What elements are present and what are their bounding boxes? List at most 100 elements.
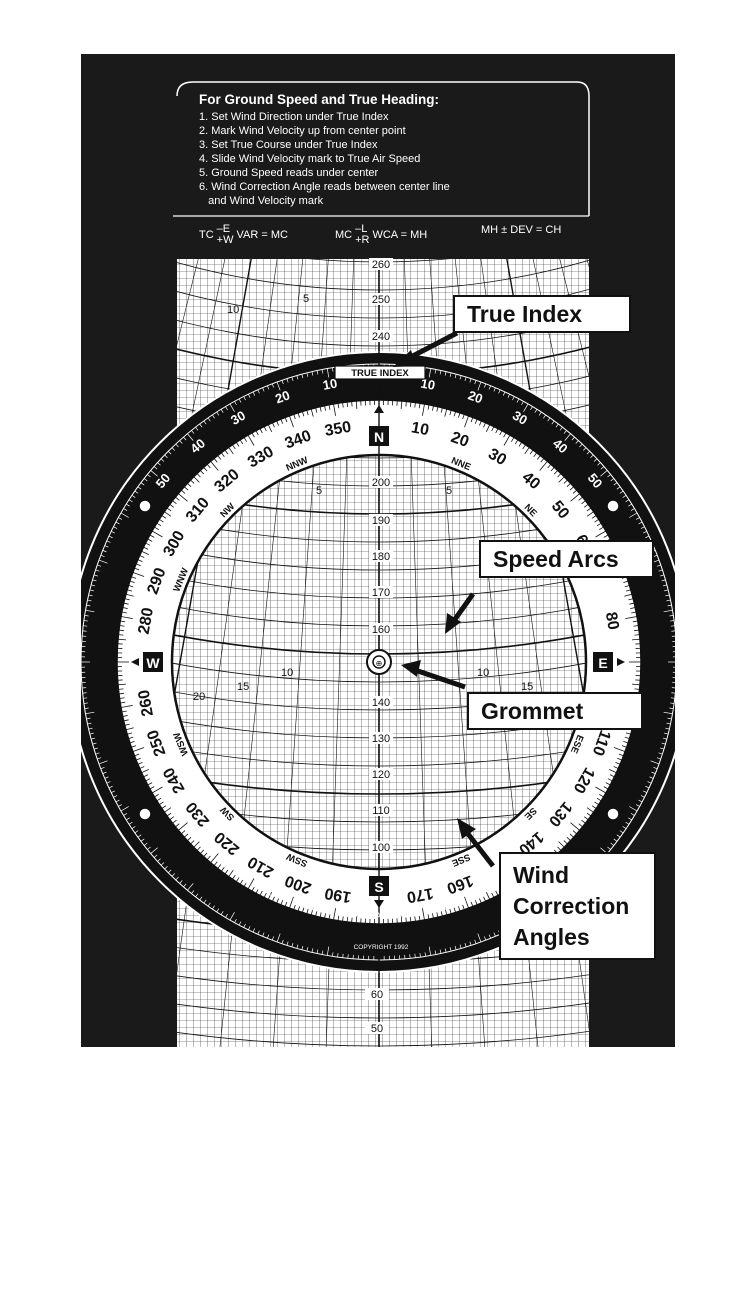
- dial-tick: [624, 736, 630, 739]
- dial-tick: [181, 489, 186, 494]
- dial-tick: [306, 410, 309, 416]
- outer-tick: [137, 834, 142, 838]
- speed-label: 50: [371, 1023, 383, 1035]
- copyright-text: COPYRIGHT 1992: [354, 944, 409, 951]
- dial-tick: [267, 892, 273, 900]
- dial-tick: [149, 534, 155, 538]
- cardinal-south: S: [374, 879, 383, 895]
- outer-tick: [625, 821, 630, 825]
- dial-tick: [623, 741, 629, 744]
- dial-tick: [436, 406, 439, 412]
- dial-tick: [599, 526, 604, 530]
- outer-tick: [134, 490, 139, 494]
- dial-tick: [196, 846, 201, 851]
- outer-tick: [477, 381, 482, 391]
- callout-wind-correction-angles: Wind Correction Angles: [499, 852, 656, 960]
- outer-tick: [102, 550, 107, 553]
- dial-tick: [570, 493, 580, 502]
- dial-tick: [118, 688, 124, 690]
- outer-tick: [326, 946, 330, 956]
- label-backing: [369, 586, 393, 598]
- dial-tick: [346, 401, 349, 407]
- outer-tick: [670, 702, 675, 704]
- outer-tick: [616, 834, 621, 838]
- speed-label: 130: [372, 733, 390, 745]
- dial-tick: [569, 486, 574, 491]
- dial-tick: [436, 912, 439, 918]
- dial-tick: [409, 401, 412, 407]
- outer-ring-label: 10: [420, 376, 437, 393]
- degree-label: 280: [136, 606, 157, 635]
- dial-tick: [293, 414, 296, 420]
- outer-tick: [111, 531, 115, 534]
- outer-tick: [488, 385, 491, 390]
- outer-tick: [234, 401, 237, 406]
- dial-tick: [315, 911, 318, 917]
- outer-tick: [291, 376, 294, 381]
- dial-tick: [613, 747, 626, 752]
- dial-tick: [633, 625, 639, 627]
- outer-tick: [638, 799, 643, 803]
- dial-tick: [479, 898, 482, 904]
- dial-tick: [123, 602, 129, 605]
- dial-tick: [333, 403, 336, 416]
- e6b-flight-computer-figure: 1020304050608011012013014016017019020021…: [81, 54, 675, 1047]
- dial-tick: [122, 715, 128, 717]
- dial-tick: [302, 411, 305, 417]
- outer-tick: [613, 482, 618, 486]
- outer-tick: [419, 953, 421, 958]
- dial-tick: [232, 874, 236, 880]
- outer-tick: [484, 936, 487, 941]
- outer-tick: [582, 447, 587, 451]
- dial-tick: [630, 607, 636, 609]
- outer-tick: [102, 771, 107, 774]
- outer-tick: [164, 454, 168, 459]
- dial-tick: [169, 504, 174, 508]
- outer-tick: [262, 387, 265, 392]
- callout-speed-arcs: Speed Arcs: [479, 540, 654, 578]
- dial-tick: [284, 901, 288, 907]
- outer-tick: [85, 711, 95, 715]
- outer-tick: [512, 396, 515, 401]
- outer-tick: [220, 409, 224, 413]
- outer-tick: [157, 462, 161, 466]
- outer-tick: [530, 406, 533, 411]
- outer-tick: [571, 436, 575, 441]
- dial-tick: [143, 774, 149, 778]
- dial-tick: [400, 400, 403, 410]
- speed-label: 140: [372, 697, 390, 709]
- label-backing: [365, 1022, 389, 1034]
- dial-tick: [609, 774, 615, 778]
- outer-tick: [444, 371, 447, 376]
- outer-tick: [118, 804, 123, 807]
- cardinal-north-marker: N: [369, 405, 389, 446]
- instruction-step: and Wind Velocity mark: [199, 195, 324, 207]
- dial-tick: [591, 515, 597, 519]
- formula-bottom: +W: [216, 234, 234, 246]
- angle-label: 5: [303, 293, 309, 305]
- label-backing: [369, 696, 393, 708]
- outer-tick: [454, 374, 457, 379]
- outer-tick: [153, 854, 158, 858]
- outer-tick: [645, 535, 650, 539]
- outer-tick: [281, 380, 284, 385]
- outer-tick: [225, 913, 228, 918]
- dial-tick: [145, 778, 151, 782]
- outer-tick: [666, 599, 671, 602]
- dial-tick: [127, 732, 133, 735]
- outer-tick: [91, 737, 96, 740]
- dial-tick: [470, 901, 474, 907]
- dial-tick: [440, 407, 443, 413]
- dial-tick: [511, 437, 515, 442]
- outer-tick: [229, 912, 235, 921]
- outer-tick: [98, 760, 108, 765]
- instruction-step: 4. Slide Wind Velocity mark to True Air …: [199, 153, 421, 165]
- label-backing: [365, 988, 389, 1000]
- outer-tick: [120, 806, 129, 812]
- dial-tick: [634, 634, 640, 636]
- outer-tick: [628, 817, 632, 821]
- dial-tick: [418, 403, 421, 409]
- dial-tick: [310, 907, 314, 916]
- outer-tick: [638, 521, 643, 525]
- dial-tick: [259, 890, 263, 896]
